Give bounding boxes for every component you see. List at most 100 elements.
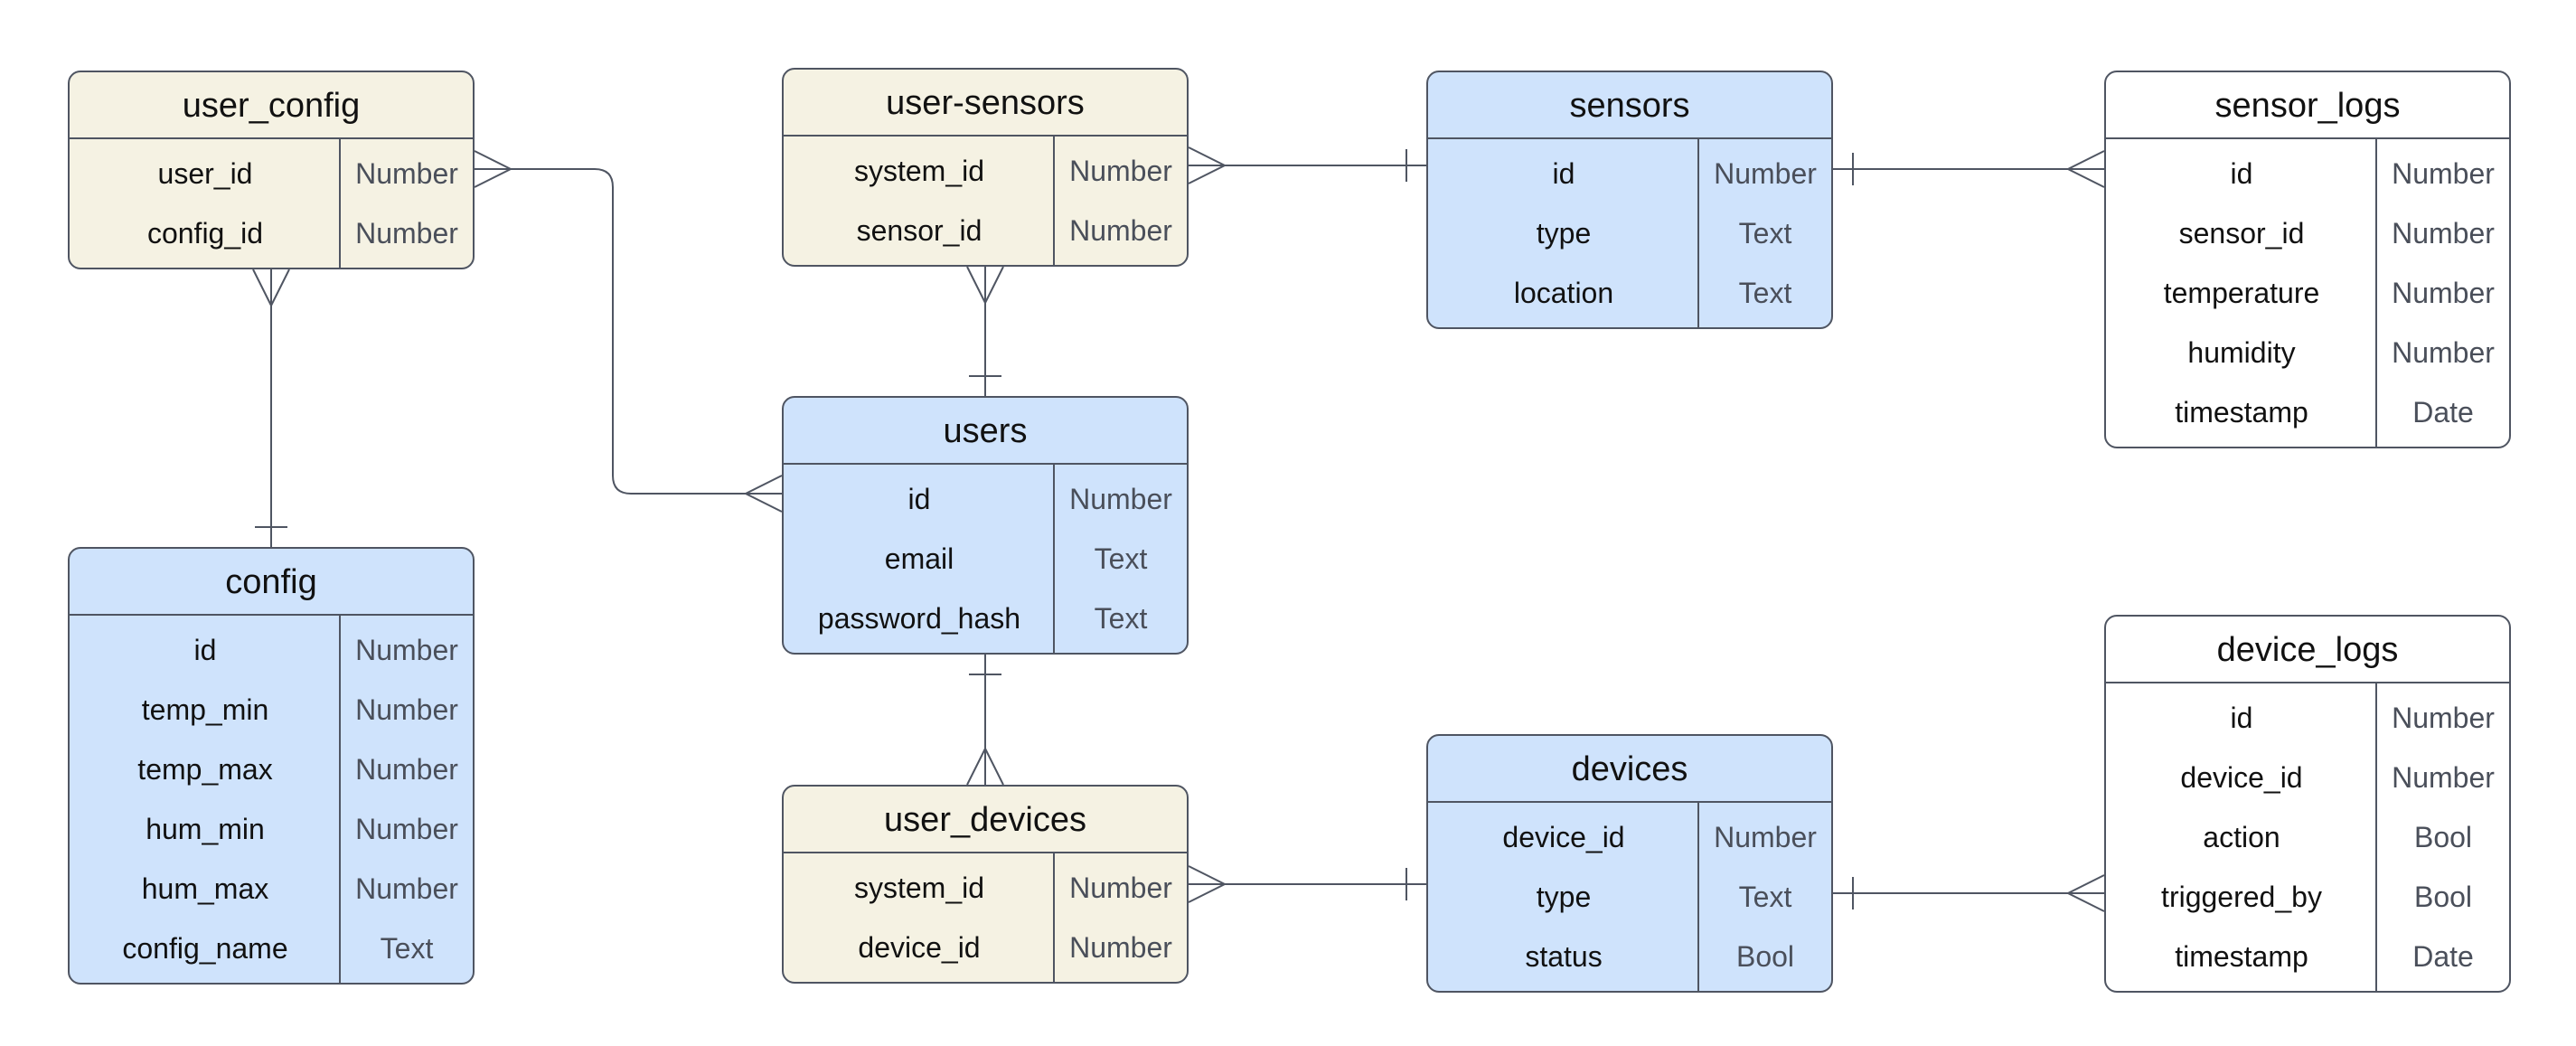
- entity-title: users: [784, 398, 1187, 465]
- field-row: action Bool: [2106, 807, 2509, 867]
- field-name: humidity: [2187, 335, 2296, 369]
- relation-user-config-users: [511, 168, 746, 495]
- field-type: Number: [1069, 871, 1172, 904]
- field-name: sensor_id: [856, 213, 982, 247]
- field-name: device_id: [858, 930, 981, 964]
- field-name: id: [1552, 156, 1575, 190]
- field-type: Date: [2412, 395, 2474, 429]
- field-type: Number: [355, 752, 458, 786]
- column-divider: [1053, 137, 1055, 265]
- field-name: type: [1536, 216, 1592, 250]
- column-divider: [1053, 465, 1055, 653]
- entity-title: config: [70, 549, 473, 616]
- field-name: temp_max: [137, 752, 273, 786]
- field-row: timestamp Date: [2106, 927, 2509, 986]
- field-name: status: [1525, 939, 1603, 973]
- field-type: Number: [2392, 276, 2495, 309]
- column-divider: [339, 139, 341, 268]
- entity-title: sensor_logs: [2106, 72, 2509, 139]
- field-row: system_id Number: [784, 858, 1187, 918]
- field-type: Text: [1738, 880, 1792, 913]
- field-type: Bool: [1735, 939, 1795, 973]
- field-row: type Text: [1428, 203, 1831, 263]
- field-name: action: [2203, 820, 2280, 853]
- field-type: Number: [1069, 482, 1172, 515]
- field-row: config_id Number: [70, 203, 473, 263]
- field-type: Text: [1738, 216, 1792, 250]
- field-type: Number: [355, 812, 458, 845]
- field-row: timestamp Date: [2106, 382, 2509, 442]
- field-name: config_id: [146, 216, 264, 250]
- field-type: Bool: [2413, 820, 2473, 853]
- field-type: Number: [1714, 820, 1817, 853]
- field-type: Text: [1094, 542, 1148, 575]
- column-divider: [1697, 803, 1699, 991]
- field-name: location: [1513, 276, 1614, 309]
- field-name: triggered_by: [2161, 880, 2322, 913]
- entity-title: user_config: [70, 72, 473, 139]
- column-divider: [2375, 683, 2377, 991]
- field-type: Date: [2412, 939, 2474, 973]
- field-name: id: [907, 482, 931, 515]
- column-divider: [2375, 139, 2377, 447]
- field-name: type: [1536, 880, 1592, 913]
- field-row: temperature Number: [2106, 263, 2509, 323]
- field-type: Number: [2392, 156, 2495, 190]
- field-row: status Bool: [1428, 927, 1831, 986]
- field-name: hum_max: [141, 872, 269, 905]
- field-type: Text: [1738, 276, 1792, 309]
- field-name: timestamp: [2175, 395, 2308, 429]
- field-name: temp_min: [141, 693, 269, 726]
- field-row: id Number: [2106, 144, 2509, 203]
- entity-title: device_logs: [2106, 617, 2509, 683]
- entity-title: user-sensors: [784, 70, 1187, 137]
- field-name: sensor_id: [2178, 216, 2305, 250]
- field-name: temperature: [2163, 276, 2320, 309]
- field-name: system_id: [853, 154, 985, 187]
- field-name: id: [2230, 156, 2253, 190]
- column-divider: [339, 616, 341, 983]
- field-type: Number: [2392, 335, 2495, 369]
- field-name: system_id: [853, 871, 985, 904]
- field-row: location Text: [1428, 263, 1831, 323]
- column-divider: [1053, 853, 1055, 982]
- field-type: Number: [355, 693, 458, 726]
- field-type: Number: [355, 216, 458, 250]
- field-name: device_id: [1502, 820, 1625, 853]
- field-type: Number: [2392, 760, 2495, 794]
- field-name: timestamp: [2175, 939, 2308, 973]
- field-row: temp_min Number: [70, 680, 473, 740]
- field-row: id Number: [784, 469, 1187, 529]
- field-row: humidity Number: [2106, 323, 2509, 382]
